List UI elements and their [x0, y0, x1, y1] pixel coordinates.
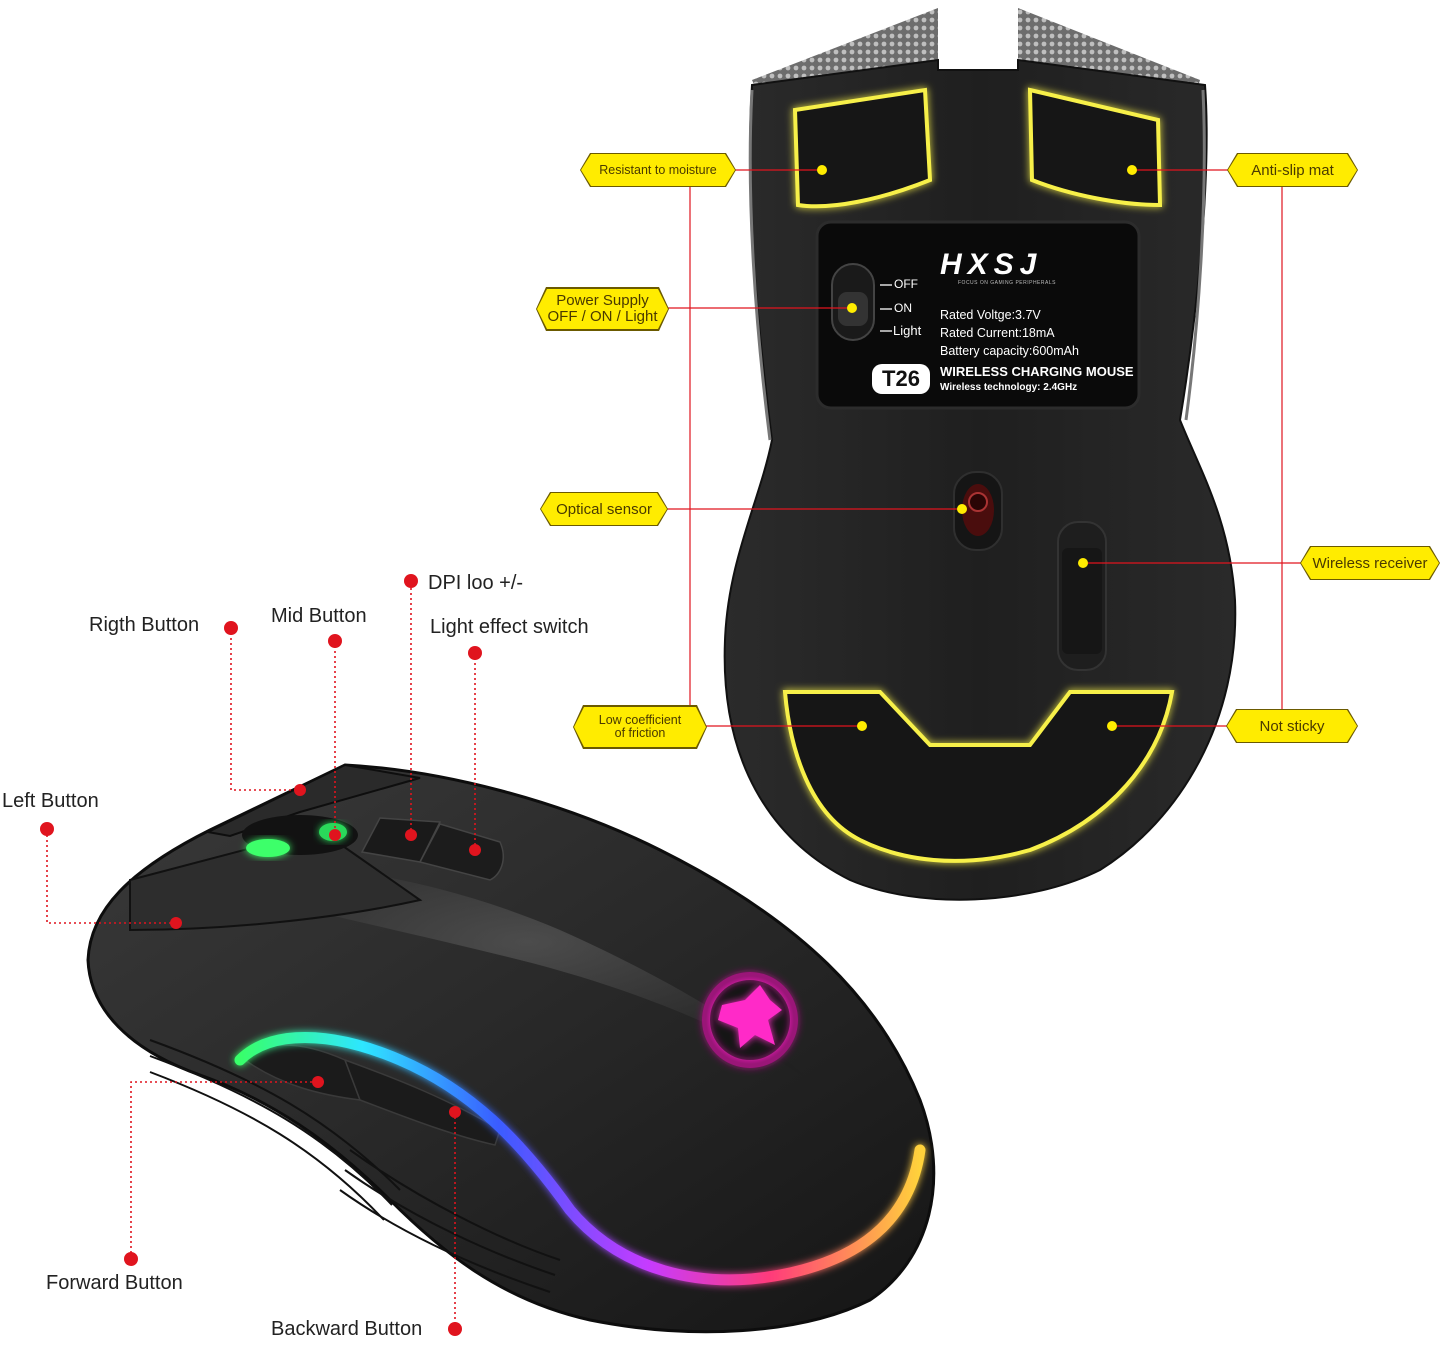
skate-top-right [1027, 87, 1163, 208]
bottom-leader-lines [667, 169, 1303, 727]
mouse-side-view [86, 763, 936, 1334]
edge-highlight-left [748, 89, 772, 441]
callout-text-line1: Low coefficient [598, 713, 682, 727]
callout-text: Resistant to moisture [599, 162, 717, 177]
plate-model: T26 [882, 366, 920, 391]
plate-rated-voltage: Rated Voltge:3.7V [940, 308, 1041, 322]
model-badge [872, 364, 930, 394]
sensor-lens [968, 492, 988, 512]
plate-product-name: WIRELESS CHARGING MOUSE [940, 364, 1134, 379]
callout-resistant-to-moisture: Resistant to moisture [581, 154, 735, 186]
callout-text: Not sticky [1259, 717, 1325, 735]
right-button-panel [204, 763, 421, 838]
edge-highlight-right [1184, 89, 1206, 421]
label-backward-button: Backward Button [271, 1318, 423, 1340]
light-switch-button [418, 823, 504, 881]
callout-optical-sensor: Optical sensor [541, 493, 667, 525]
logo-wolf-icon [718, 985, 782, 1048]
skate-top-left [792, 87, 933, 209]
label-mid-button: Mid Button [271, 605, 367, 627]
plate-wireless-tech: Wireless technology: 2.4GHz [940, 382, 1078, 393]
label-dpi: DPI loo +/- [428, 572, 524, 594]
receiver-dongle [1062, 548, 1102, 654]
callout-anti-slip-mat: Anti-slip mat [1228, 154, 1357, 186]
callout-text-line1: Power Supply [556, 292, 649, 309]
bottom-callout-dots [817, 165, 1137, 731]
callout-low-coefficient: Low coefficient of friction [574, 707, 706, 747]
dpi-button [360, 817, 442, 863]
label-left-button: Left Button [2, 790, 99, 812]
label-forward-button: Forward Button [46, 1272, 183, 1294]
rgb-light-strip [234, 1032, 926, 1286]
callout-text-line2: OFF / ON / Light [547, 308, 658, 325]
callout-text: Optical sensor [556, 500, 652, 518]
label-light-effect-switch: Light effect switch [430, 616, 589, 638]
mouse-bottom-view [723, 8, 1237, 901]
left-button-panel [129, 828, 423, 932]
skate-bottom [782, 690, 1175, 863]
callout-text: Wireless receiver [1312, 554, 1428, 572]
plate-battery-capacity: Battery capacity:600mAh [940, 344, 1079, 358]
label-right-button: Rigth Button [89, 614, 200, 636]
label-plate [815, 220, 1141, 410]
scroll-wheel-glow [246, 839, 290, 857]
plate-rated-current: Rated Current:18mA [940, 326, 1055, 340]
logo-ring [702, 972, 798, 1068]
plate-brand-tagline: FOCUS ON GAMING PERIPHERALS [958, 280, 1056, 286]
callout-power-supply: Power Supply OFF / ON / Light [537, 289, 668, 329]
callout-text-line2: of friction [614, 726, 666, 740]
callout-not-sticky: Not sticky [1227, 710, 1357, 742]
plate-brand-logo: HXSJ [940, 248, 1043, 281]
side-leader-lines [46, 583, 476, 1328]
switch-label-light: Light [893, 323, 922, 338]
callout-text: Anti-slip mat [1251, 161, 1334, 179]
switch-label-on: ON [894, 301, 912, 315]
side-grip-ribs [149, 1039, 561, 1293]
callout-wireless-receiver: Wireless receiver [1301, 547, 1439, 579]
side-callout-dots [40, 574, 482, 1336]
switch-label-off: OFF [894, 277, 918, 291]
